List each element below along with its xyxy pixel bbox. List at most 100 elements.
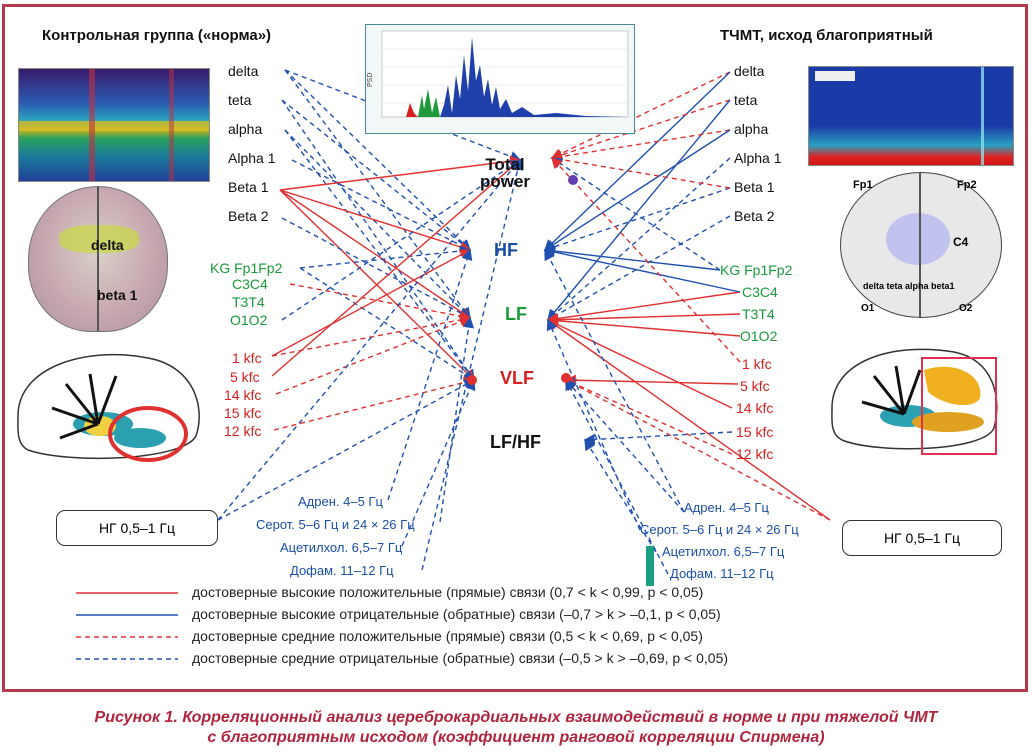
label-fp1: Fp1 (853, 179, 873, 191)
right-neuro-serot: Серот. 5–6 Гц и 24 × 26 Гц (640, 522, 799, 537)
hub-node-marker (467, 375, 477, 385)
right-heading: ТЧМТ, исход благоприятный (720, 27, 933, 44)
left-lead-t3t4: T3T4 (232, 294, 265, 310)
left-rhythm-alpha: alpha (228, 121, 263, 137)
right-neuro-dofam: Дофам. 11–12 Гц (670, 566, 774, 581)
hub-node-marker (561, 373, 571, 383)
label-o2: O2 (959, 303, 973, 314)
connection-line (551, 156, 741, 363)
connection-line (564, 374, 739, 386)
right-kfc-12: 12 kfc (736, 446, 774, 462)
connection-line (289, 283, 472, 322)
connection-line (299, 245, 472, 269)
connection-line (284, 69, 522, 162)
left-neuro-serot: Серот. 5–6 Гц и 24 × 26 Гц (256, 517, 415, 532)
connection-line (271, 249, 472, 357)
hub-node-marker (568, 175, 578, 185)
hub-total-line2: power (479, 172, 531, 191)
connection-line (546, 318, 641, 531)
left-kfc-5: 5 kfc (230, 369, 260, 385)
connection-line (401, 378, 476, 547)
connection-line (564, 379, 831, 521)
connection-line (279, 155, 522, 191)
connection-line (543, 71, 731, 251)
right-kfc-14: 14 kfc (736, 400, 774, 416)
hub-vlf: VLF (500, 368, 534, 388)
left-rhythm-beta1: Beta 1 (228, 179, 269, 195)
connection-line (564, 378, 733, 455)
left-rhythm-delta: delta (228, 63, 259, 79)
left-lead-c3c4: C3C4 (232, 276, 268, 292)
connection-line (550, 99, 731, 161)
connection-line (543, 245, 721, 271)
left-rhythm-alpha1: Alpha 1 (228, 150, 276, 166)
connection-line (546, 313, 741, 326)
connection-line (546, 319, 831, 521)
spectrum-chart: PSD (365, 24, 635, 134)
connection-line (547, 99, 731, 322)
green-marker (646, 546, 654, 586)
left-lead-fp1fp2: KG Fp1Fp2 (210, 260, 283, 276)
connection-line (271, 159, 522, 377)
connection-line (546, 315, 741, 337)
left-brain-image: delta beta 1 (28, 186, 168, 332)
connection-line (284, 69, 471, 320)
right-ng-box: НГ 0,5–1 Гц (842, 520, 1002, 556)
right-lead-fp1fp2: KG Fp1Fp2 (720, 262, 793, 278)
connection-line (543, 129, 731, 251)
legend-text-2: достоверные средние положительные (прямы… (192, 628, 703, 644)
connection-line (279, 189, 472, 319)
connection-line (550, 129, 731, 163)
connection-line (387, 248, 473, 501)
connection-line (279, 189, 472, 253)
connection-line (546, 319, 733, 409)
left-neuro-adren: Адрен. 4–5 Гц (298, 494, 383, 509)
connection-line (291, 159, 472, 251)
connection-line (284, 69, 472, 251)
connection-line (546, 291, 741, 325)
svg-text:PSD: PSD (367, 73, 374, 87)
left-sagittal-brain (8, 346, 208, 468)
left-heading: Контрольная группа («норма») (42, 27, 272, 44)
connection-line (546, 157, 731, 321)
connection-line (584, 438, 657, 553)
label-c4: C4 (953, 235, 969, 249)
label-o1: O1 (861, 303, 875, 314)
right-rhythm-alpha1: Alpha 1 (734, 150, 782, 166)
label-bottom: delta teta alpha beta1 (863, 281, 955, 291)
right-rhythm-alpha: alpha (734, 121, 769, 137)
connection-line (273, 376, 476, 431)
hub-hf: HF (494, 240, 518, 260)
left-spectrogram (18, 68, 210, 182)
left-neuro-acetyl: Ацетилхол. 6,5–7 Гц (280, 540, 403, 555)
right-kfc-5: 5 kfc (740, 378, 770, 394)
right-lead-t3t4: T3T4 (742, 306, 775, 322)
connection-line (439, 316, 475, 523)
connection-line (543, 246, 741, 293)
right-lead-c3c4: C3C4 (742, 284, 778, 300)
left-kfc-1: 1 kfc (232, 350, 262, 366)
legend: достоверные высокие положительные (прямы… (74, 584, 974, 674)
connection-line (281, 99, 472, 251)
right-neuro-adren: Адрен. 4–5 Гц (684, 500, 769, 515)
connection-line (543, 187, 731, 253)
left-kfc-15: 15 kfc (224, 405, 262, 421)
connection-line (217, 379, 476, 521)
connection-line (544, 248, 685, 513)
connection-line (281, 217, 472, 319)
connection-line (550, 157, 721, 271)
connection-line (583, 431, 733, 446)
left-neuro-dofam: Дофам. 11–12 Гц (290, 563, 394, 578)
connection-line (546, 215, 731, 321)
left-ng-box: НГ 0,5–1 Гц (56, 510, 218, 546)
hub-lf: LF (505, 304, 527, 324)
right-brain-image: Fp1 Fp2 C4 delta teta alpha beta1 O1 O2 (840, 172, 1002, 318)
connection-line (421, 158, 524, 571)
connection-line (281, 99, 475, 382)
caption-line-1: Рисунок 1. Корреляционный анализ церебро… (94, 709, 938, 726)
connection-line (299, 267, 476, 381)
connection-line (565, 378, 669, 575)
left-rhythm-beta2: Beta 2 (228, 208, 269, 224)
right-neuro-acetyl: Ацетилхол. 6,5–7 Гц (662, 544, 785, 559)
